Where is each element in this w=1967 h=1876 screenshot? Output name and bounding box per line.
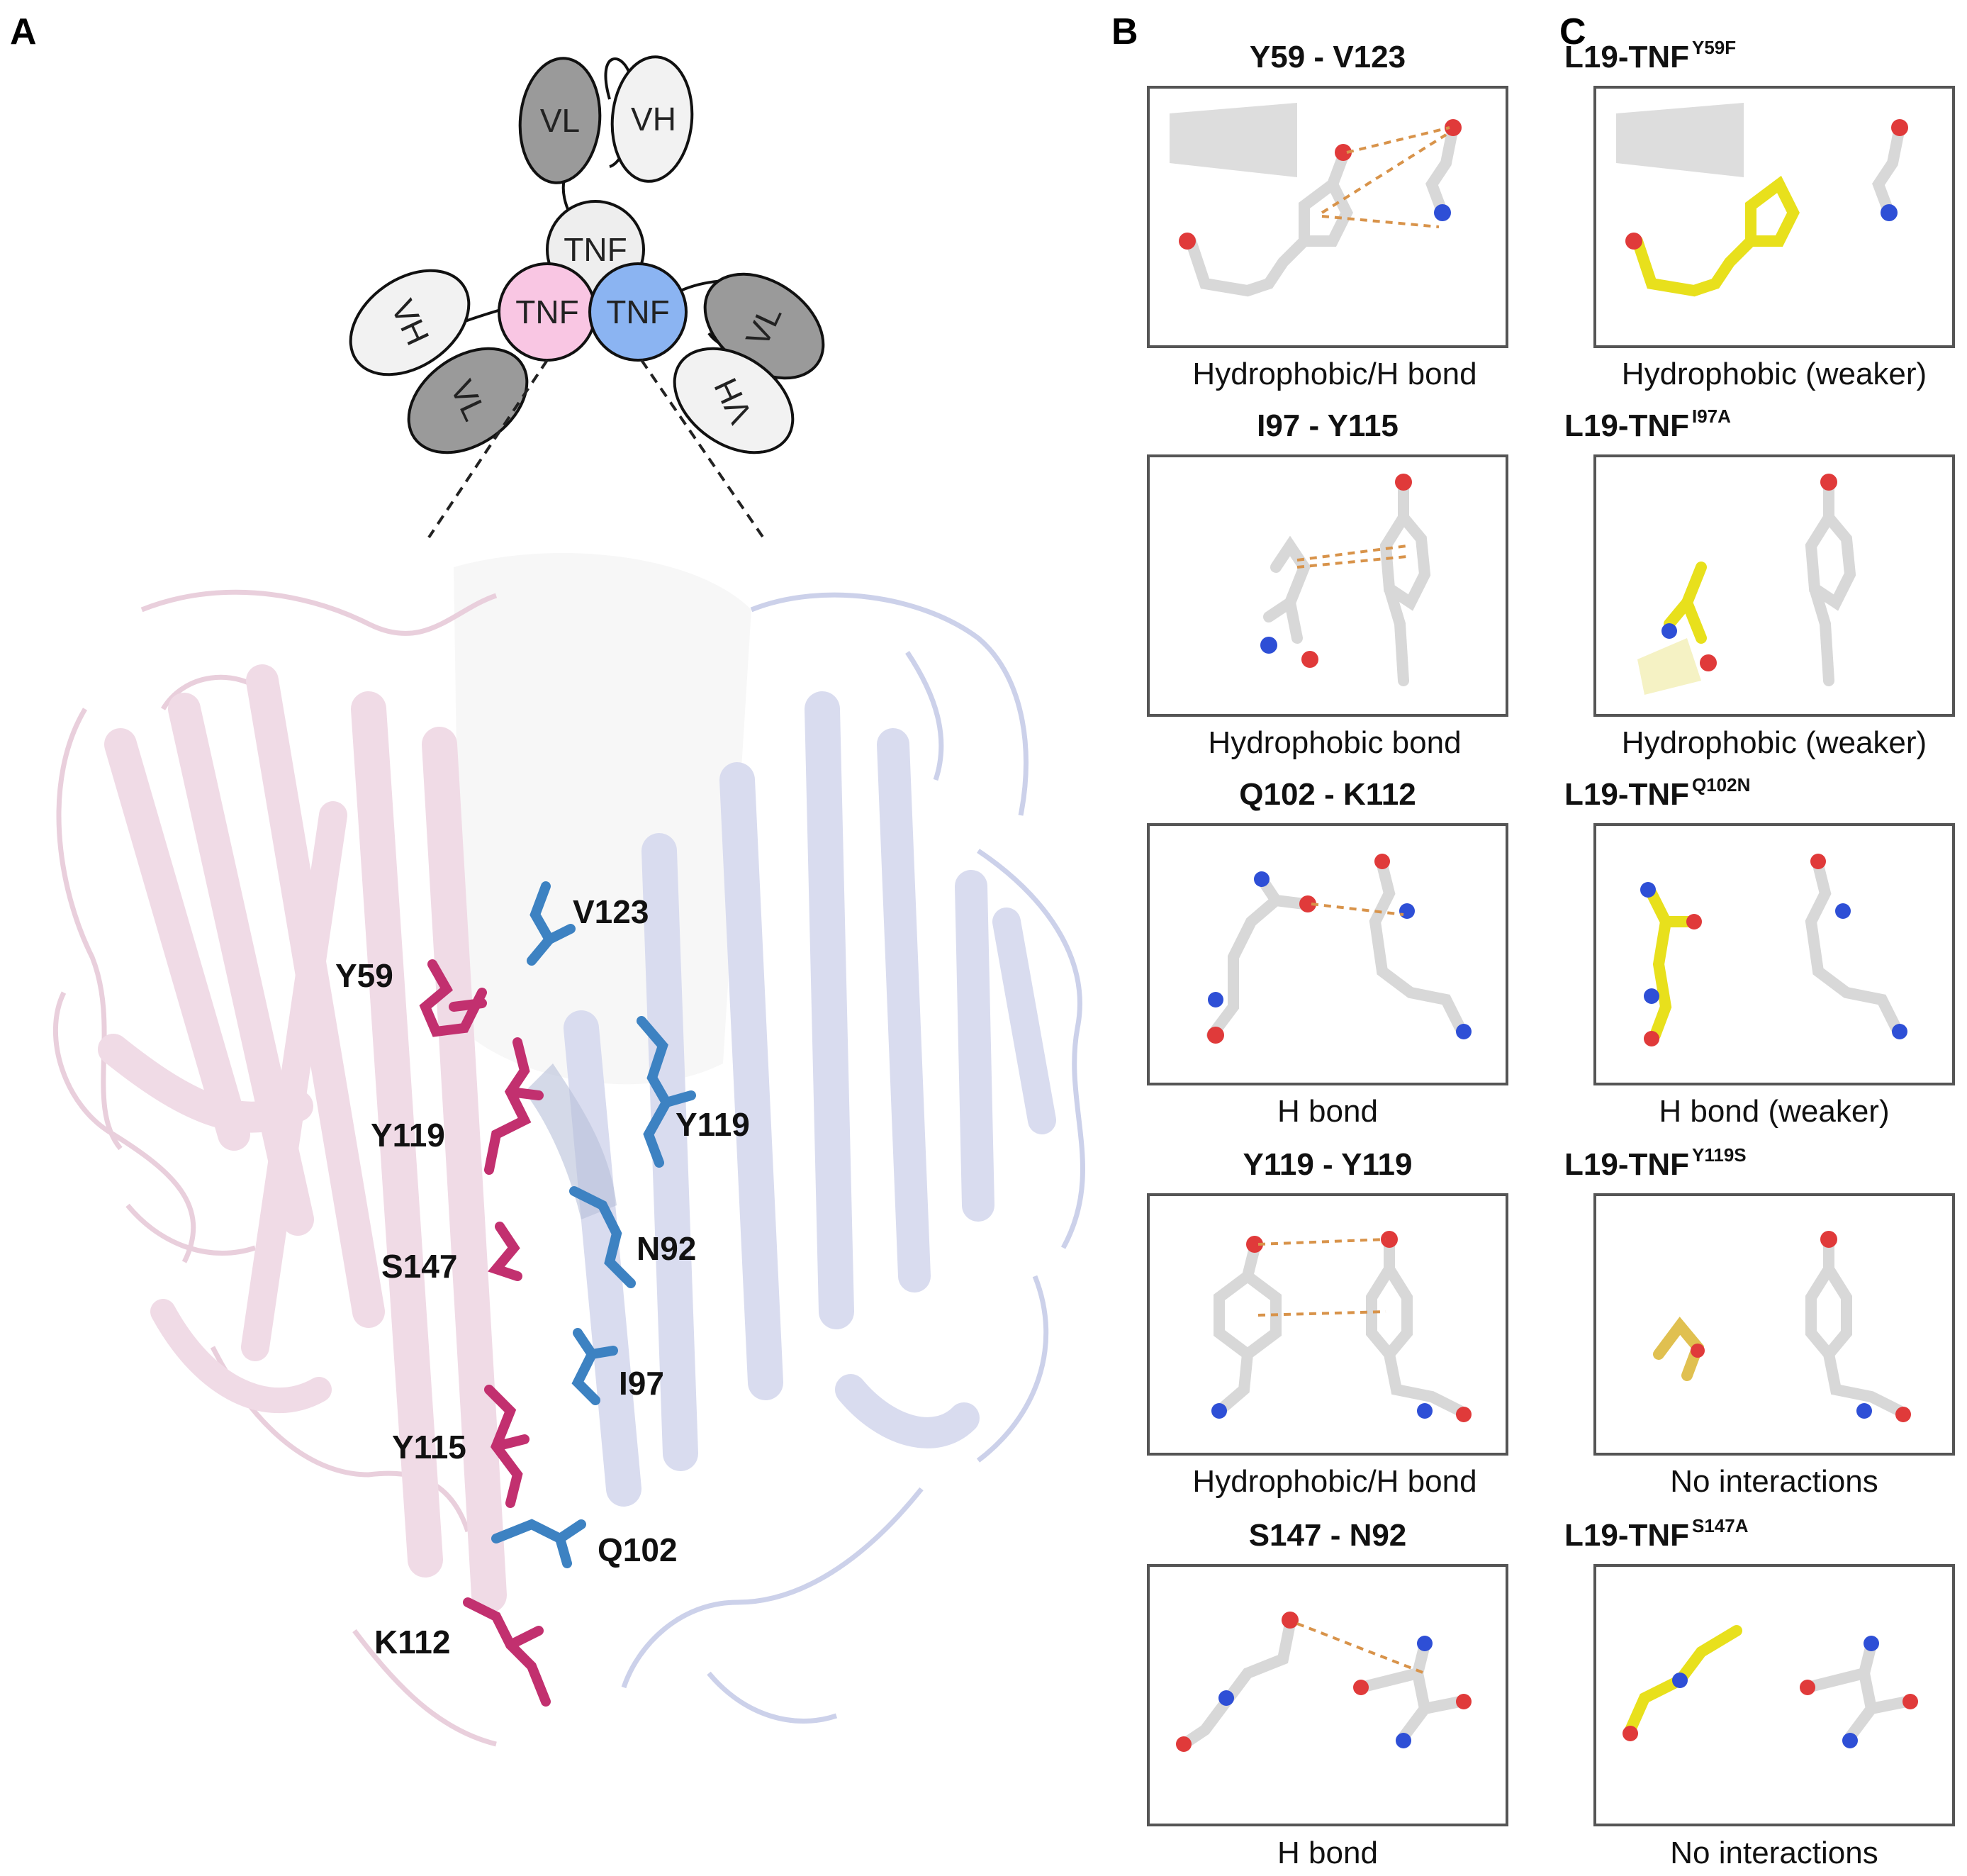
svg-text:VL: VL: [540, 102, 580, 139]
panel-c-caption-5: No interactions: [1670, 1836, 1878, 1870]
residue-label-s147: S147: [381, 1248, 457, 1285]
residue-label-k112: K112: [374, 1624, 450, 1660]
protein-structure: Y59 Y119 S147 Y115 K112 V123 Y119 N92 I9…: [52, 553, 1085, 1747]
panel-c-sup-4: Y119S: [1692, 1144, 1747, 1166]
panel-b-row-4: Y119 - Y119 Hydrophobic/H bond: [1147, 1147, 1508, 1499]
svg-text:VH: VH: [631, 101, 676, 138]
panel-c-row-4: L19-TNF Y119S No interactions: [1564, 1144, 1955, 1499]
panel-c-sup-2: I97A: [1692, 406, 1731, 427]
panel-b-title-2: I97 - Y115: [1257, 408, 1399, 443]
panel-b-caption-4: Hydrophobic/H bond: [1192, 1464, 1476, 1499]
panel-letter-c: C: [1559, 11, 1586, 52]
residue-label-y59: Y59: [335, 957, 393, 994]
residue-label-n92: N92: [637, 1230, 696, 1267]
panel-c-title-2: L19-TNF: [1564, 408, 1689, 443]
right-vl-domain: VL: [703, 272, 825, 380]
panel-c-row-5: L19-TNF S147A No interactions: [1564, 1515, 1955, 1870]
svg-text:TNF: TNF: [606, 294, 669, 330]
panel-c-caption-2: Hydrophobic (weaker): [1622, 725, 1927, 760]
panel-c-row-2: L19-TNF I97A Hydrophobic (weaker): [1564, 406, 1955, 760]
panel-b-title-1: Y59 - V123: [1250, 40, 1406, 74]
panel-b-row-1: Y59 - V123 Hydrophobic/H bond: [1147, 40, 1508, 391]
panel-c-row-3: L19-TNF Q102N H bond (weaker): [1564, 774, 1955, 1129]
tnf-subunit-blue: TNF: [588, 262, 688, 362]
tnf-subunit-pink: TNF: [498, 262, 597, 362]
panel-c-title-1: L19-TNF: [1564, 40, 1689, 74]
left-vl-domain: VL: [407, 347, 529, 454]
panel-c-caption-4: No interactions: [1670, 1464, 1878, 1499]
panel-c-caption-1: Hydrophobic (weaker): [1622, 357, 1927, 391]
panel-b-caption-5: H bond: [1277, 1836, 1378, 1870]
residue-label-y119-pink: Y119: [371, 1117, 445, 1154]
panel-c-caption-3: H bond (weaker): [1659, 1094, 1889, 1129]
panel-c-sup-5: S147A: [1692, 1515, 1749, 1536]
panel-c-title-5: L19-TNF: [1564, 1518, 1689, 1553]
panel-b-row-3: Q102 - K112 H bond: [1147, 777, 1508, 1129]
residue-label-i97: I97: [619, 1365, 664, 1402]
zoom-line-right: [640, 359, 766, 540]
panel-c-title-3: L19-TNF: [1564, 777, 1689, 812]
panel-c-sup-3: Q102N: [1692, 774, 1750, 795]
residue-label-v123: V123: [573, 893, 649, 930]
top-vl-domain: VL: [518, 57, 602, 184]
panel-b-caption-1: Hydrophobic/H bond: [1192, 357, 1476, 391]
panel-letter-a: A: [10, 11, 37, 52]
right-vh-domain: VH: [673, 347, 795, 454]
residue-label-y119-blue: Y119: [676, 1106, 750, 1143]
left-vh-domain: VH: [349, 269, 471, 376]
panel-b-title-4: Y119 - Y119: [1243, 1147, 1413, 1182]
residue-label-q102: Q102: [598, 1531, 678, 1568]
schematic-diagram: VL VH TNF TNF TNF VH VL: [349, 55, 825, 540]
panel-b-row-2: I97 - Y115 Hydrophobic bond: [1147, 408, 1508, 760]
zoom-line-left: [427, 359, 549, 539]
panel-b-title-5: S147 - N92: [1249, 1518, 1407, 1553]
top-vh-domain: VH: [610, 55, 694, 183]
panel-letter-b: B: [1111, 11, 1138, 52]
panel-c-row-1: L19-TNF Y59F Hydrophobic (weaker): [1564, 37, 1955, 391]
panel-b-caption-2: Hydrophobic bond: [1208, 725, 1461, 760]
panel-b-title-3: Q102 - K112: [1239, 777, 1416, 812]
panel-c-sup-1: Y59F: [1692, 37, 1736, 58]
panel-c-title-4: L19-TNF: [1564, 1147, 1689, 1182]
svg-text:TNF: TNF: [564, 231, 627, 268]
panel-b-row-5: S147 - N92 H bond: [1147, 1518, 1508, 1870]
svg-text:TNF: TNF: [515, 294, 578, 330]
panel-b-caption-3: H bond: [1277, 1094, 1378, 1129]
residue-label-y115: Y115: [392, 1429, 466, 1465]
